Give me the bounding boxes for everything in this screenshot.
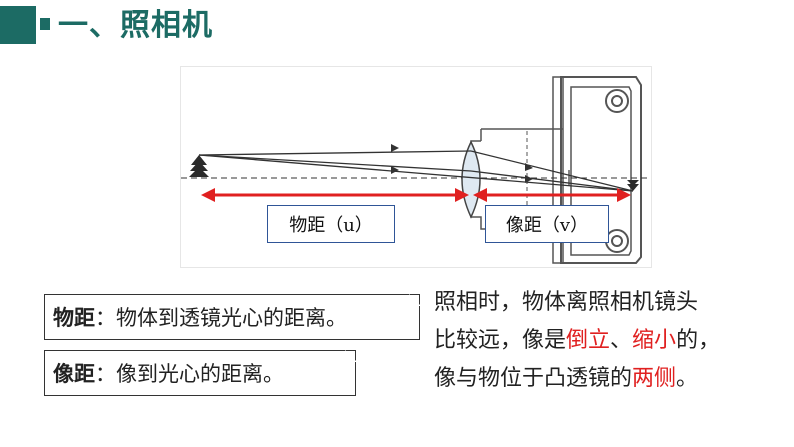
description-text: 照相时，物体离照相机镜头 <box>434 290 699 315</box>
highlight-both-sides: 两侧 <box>632 366 677 391</box>
description-text: 比较远，像是 <box>434 328 567 353</box>
description-text: 、 <box>610 328 633 353</box>
camera-body <box>470 76 642 264</box>
corner-fold <box>408 293 421 306</box>
definition-term: 像距 <box>53 362 95 386</box>
definition-image-distance: 像距：像到光心的距离。 <box>44 349 357 396</box>
definition-separator: ： <box>95 306 116 330</box>
image-distance-label: 像距（v） <box>485 205 609 243</box>
highlight-inverted: 倒立 <box>566 328 611 353</box>
description-line-3: 像与物位于凸透镜的两侧。 <box>434 360 786 398</box>
description-line-2: 比较远，像是倒立、缩小的， <box>434 322 786 360</box>
header-decor-square <box>0 6 36 44</box>
description-text: 像与物位于凸透镜的 <box>434 366 633 391</box>
object-tree-icon <box>189 155 209 177</box>
definition-object-distance: 物距：物体到透镜光心的距离。 <box>44 293 421 340</box>
description-line-1: 照相时，物体离照相机镜头 <box>434 284 786 322</box>
corner-fold <box>344 349 357 362</box>
image-tree-icon <box>627 180 639 191</box>
definition-text: 物体到透镜光心的距离。 <box>116 306 347 330</box>
description-text: 的， <box>676 328 721 353</box>
camera-optics-svg <box>181 76 651 264</box>
object-distance-label: 物距（u） <box>267 205 395 243</box>
description-text: 。 <box>676 366 699 391</box>
page-title: 一、照相机 <box>58 8 213 43</box>
camera-knob-top <box>605 89 629 113</box>
definition-separator: ： <box>95 362 116 386</box>
image-distance-arrow <box>473 188 631 202</box>
header-decor-small-square <box>40 18 50 30</box>
camera-knob-bottom <box>605 229 629 253</box>
object-distance-arrow <box>201 188 469 202</box>
camera-diagram: 物距（u） 像距（v） <box>180 66 652 268</box>
definition-text: 像到光心的距离。 <box>116 362 284 386</box>
convex-lens <box>461 140 481 219</box>
light-rays <box>198 150 634 192</box>
highlight-reduced: 缩小 <box>632 328 677 353</box>
definition-term: 物距 <box>53 306 95 330</box>
camera-description: 照相时，物体离照相机镜头 比较远，像是倒立、缩小的， 像与物位于凸透镜的两侧。 <box>434 284 786 398</box>
ray-arrowheads <box>391 144 533 183</box>
